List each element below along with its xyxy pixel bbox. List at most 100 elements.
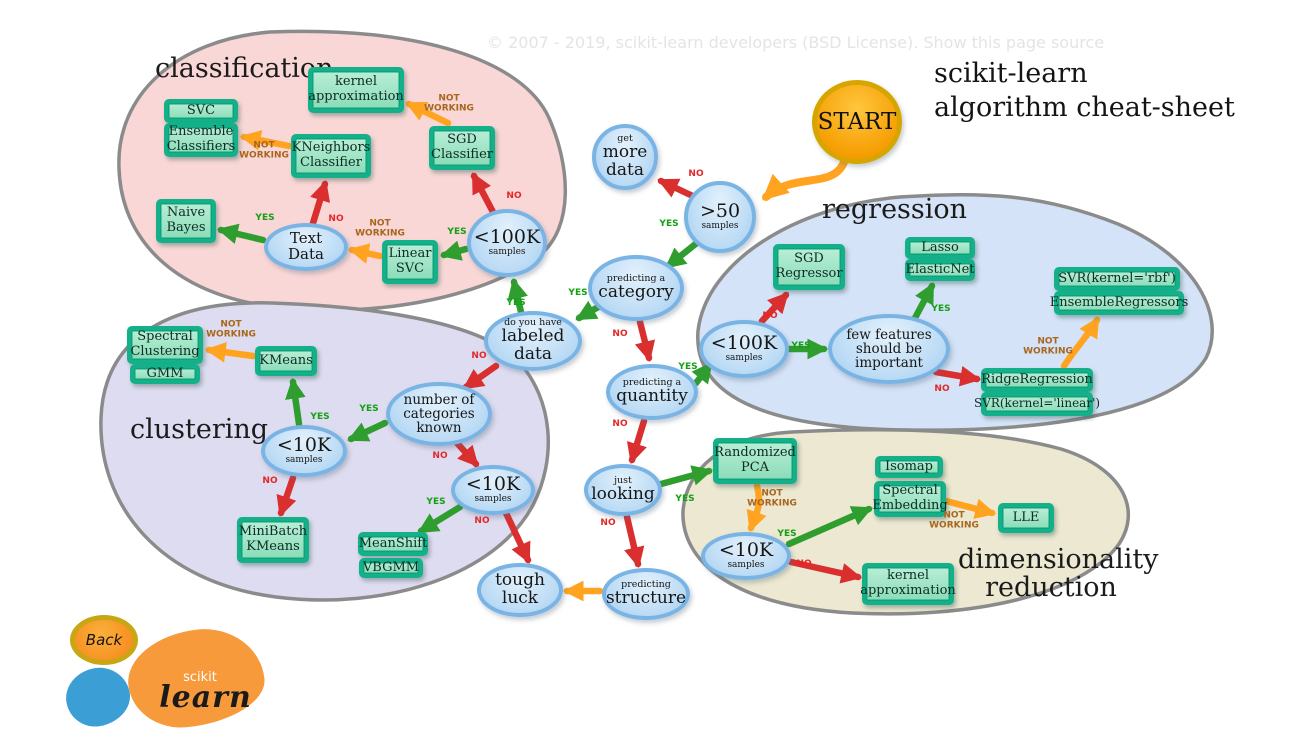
node-text-data-main: Text Data: [288, 229, 324, 263]
node-predicting-quantity-small: predicting a: [622, 377, 682, 389]
arrow-nw-pca-to-10k: [746, 482, 767, 532]
node-labeled-data-small: do you have: [504, 317, 562, 329]
arrow-nw-kmeans-to-spectral-clustering: [204, 341, 257, 363]
arrow-yes-categories-to-10k: [347, 419, 389, 443]
scikit-learn-logo-scikit-text: scikit: [183, 670, 217, 685]
arrow-no-100k-to-sgd-regressor: [758, 291, 790, 325]
estimator-isomap[interactable]: Isomap: [875, 456, 943, 478]
estimator-linear-svc[interactable]: Linear SVC: [382, 240, 438, 284]
estimator-kernel-approximation-classification[interactable]: kernel approximation: [308, 67, 404, 113]
arrow-yes-10k-to-meanshift: [417, 503, 464, 535]
edge-label-no: NO: [688, 168, 704, 179]
node-predicting-quantity: predicting a quantity: [606, 364, 698, 420]
node-predicting-structure-small: predicting: [621, 579, 671, 591]
estimator-spectral-clustering[interactable]: Spectral Clustering: [127, 326, 203, 364]
edge-label-yes: YES: [659, 218, 679, 229]
edge-label-not-working: NOT WORKING: [355, 218, 405, 239]
node-predicting-category: predicting a category: [588, 255, 684, 321]
estimator-gmm[interactable]: GMM: [130, 364, 200, 384]
estimator-svc[interactable]: SVC: [164, 99, 238, 123]
node-10k-clustering-a-main: <10K: [276, 434, 332, 457]
arrow-no-100k-to-sgd-classifier: [470, 172, 497, 216]
node-few-features-main: few features should be important: [846, 326, 932, 372]
edge-label-not-working: NOT WORKING: [929, 510, 979, 531]
start-node: START: [812, 80, 902, 164]
edge-label-no: NO: [762, 310, 778, 321]
arrow-no-text-data-to-kneighbors: [309, 180, 331, 227]
node-tough-luck-main: tough luck: [495, 570, 545, 608]
arrow-yes-labeled-data-to-100k: [507, 277, 528, 316]
arrow-no-just-looking-to-structure: [623, 513, 645, 569]
edge-label-no: NO: [796, 558, 812, 569]
node-100k-classification: <100K samples: [467, 209, 547, 277]
edge-label-yes: YES: [568, 287, 588, 298]
node-number-categories: number of categories known: [386, 382, 492, 446]
arrow-nw-linear-svc-to-text-data: [347, 243, 384, 264]
region-title-clustering: clustering: [130, 414, 269, 445]
estimator-spectral-embedding[interactable]: Spectral Embedding: [872, 481, 948, 517]
edge-label-no: NO: [432, 450, 448, 461]
edge-label-not-working: NOT WORKING: [747, 488, 797, 509]
edge-label-no: NO: [471, 350, 487, 361]
arrow-nw-kneighbors-to-ensemble: [239, 130, 293, 151]
estimator-lle[interactable]: LLE: [998, 503, 1054, 533]
estimator-minibatch-kmeans[interactable]: MiniBatch KMeans: [237, 517, 309, 563]
estimator-kernel-approximation-dimred[interactable]: kernel approximation: [860, 563, 956, 605]
edge-label-no: NO: [506, 190, 522, 201]
estimator-svr-linear[interactable]: SVR(kernel='linear'): [974, 392, 1100, 416]
node-10k-clustering-a-sub: samples: [285, 455, 323, 466]
edge-label-yes: YES: [506, 297, 526, 308]
page-title: scikit-learn algorithm cheat-sheet: [934, 57, 1235, 125]
estimator-ensemble-regressors[interactable]: EnsembleRegressors: [1050, 291, 1188, 315]
node-10k-clustering-a: <10K samples: [261, 425, 347, 477]
edge-label-yes: YES: [791, 340, 811, 351]
node-labeled-data: do you have labeled data: [484, 311, 582, 371]
arrow-no-category-to-quantity: [634, 318, 656, 363]
arrow-no-categories-to-10k: [453, 439, 480, 468]
edge-label-no: NO: [262, 475, 278, 486]
arrow-no-10k-to-tough-luck: [502, 509, 532, 564]
node-predicting-quantity-main: quantity: [616, 386, 688, 407]
estimator-lasso[interactable]: Lasso: [905, 237, 975, 259]
edge-label-no: NO: [934, 383, 950, 394]
copyright-text: © 2007 - 2019, scikit-learn developers (…: [487, 33, 1105, 52]
node-just-looking-main: looking: [591, 484, 655, 505]
node-labeled-data-main: labeled data: [501, 326, 565, 364]
estimator-elasticnet[interactable]: ElasticNet: [905, 259, 975, 281]
node-10k-clustering-b-main: <10K: [465, 473, 521, 496]
estimator-sgd-classifier[interactable]: SGD Classifier: [429, 126, 495, 170]
region-title-dimensionality-reduction: dimensionality reduction: [958, 544, 1159, 604]
node-text-data: Text Data: [264, 223, 348, 271]
arrow-yes-few-features-to-lasso: [911, 282, 936, 322]
node-50-samples-main: >50: [699, 200, 741, 223]
node-few-features: few features should be important: [828, 314, 950, 384]
node-10k-clustering-b: <10K samples: [451, 465, 535, 515]
estimator-naive-bayes[interactable]: Naive Bayes: [156, 199, 216, 243]
estimator-vbgmm[interactable]: VBGMM: [359, 558, 423, 578]
node-predicting-category-main: category: [598, 282, 674, 303]
estimator-sgd-regressor[interactable]: SGD Regressor: [773, 244, 845, 290]
arrow-yes-50samples-to-category: [664, 238, 702, 270]
edge-label-no: NO: [474, 515, 490, 526]
edge-label-yes: YES: [426, 496, 446, 507]
scikit-learn-logo-learn-text: learn: [159, 680, 252, 715]
node-get-more-data: get more data: [592, 124, 658, 190]
estimator-ridge-regression[interactable]: RidgeRegression: [981, 368, 1093, 392]
arrow-yes-10k-to-spectral-embedding: [785, 505, 873, 548]
estimator-kneighbors-classifier[interactable]: KNeighbors Classifier: [291, 134, 371, 178]
edge-label-no: NO: [612, 418, 628, 429]
arrow-nw-spectral-embedding-to-lle: [942, 497, 997, 519]
back-button[interactable]: Back: [70, 615, 138, 665]
estimator-meanshift[interactable]: MeanShift: [358, 532, 428, 556]
estimator-randomized-pca[interactable]: Randomized PCA: [713, 438, 797, 484]
back-button-label: Back: [85, 631, 123, 649]
estimator-svr-rbf[interactable]: SVR(kernel='rbf'): [1054, 267, 1180, 291]
edge-label-yes: YES: [678, 361, 698, 372]
node-100k-regression-main: <100K: [710, 332, 778, 355]
estimator-kmeans[interactable]: KMeans: [255, 346, 317, 376]
region-title-regression: regression: [822, 194, 968, 225]
estimator-ensemble-classifiers[interactable]: Ensemble Classifiers: [164, 123, 238, 157]
node-get-more-data-small: get: [617, 133, 633, 145]
node-just-looking-small: just: [614, 475, 632, 487]
